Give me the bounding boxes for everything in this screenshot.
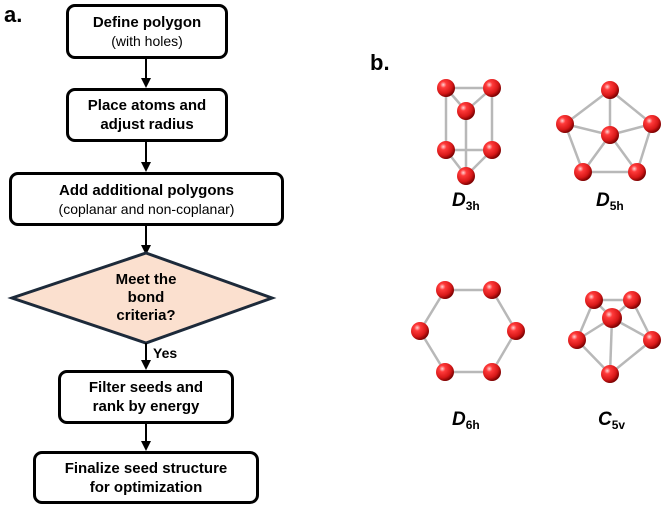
add-polygons-step: Add additional polygons (coplanar and no… — [9, 172, 284, 226]
define-polygon-title: Define polygon — [92, 14, 202, 31]
place-atoms-step: Place atoms and adjust radius — [66, 88, 228, 142]
decision-line3: criteria? — [116, 307, 176, 324]
finalize-seed-line2: for optimization — [89, 478, 203, 496]
d5h-cluster — [556, 81, 661, 181]
c5v-cluster — [568, 291, 661, 383]
add-polygons-note: (coplanar and non-coplanar) — [58, 200, 235, 217]
place-atoms-line1: Place atoms and — [87, 97, 207, 114]
d5h-label: D5h — [596, 190, 624, 213]
d3h-cluster — [437, 79, 501, 185]
c5v-label: C5v — [598, 409, 626, 432]
yes-label: Yes — [153, 345, 178, 361]
place-atoms-line2: adjust radius — [100, 116, 194, 133]
decision-line1: Meet the — [115, 271, 177, 288]
decision-line2: bond — [127, 289, 165, 306]
finalize-seed-line1: Finalize seed structure — [64, 459, 228, 477]
finalize-seed-step: Finalize seed structure for optimization — [33, 451, 259, 504]
bond-criteria-question: Meet the bond criteria? — [86, 271, 206, 325]
define-polygon-step: Define polygon (with holes) — [66, 4, 228, 59]
filter-seeds-line2: rank by energy — [92, 398, 200, 415]
define-polygon-note: (with holes) — [111, 33, 183, 49]
panel-a-label: a. — [4, 2, 23, 27]
filter-seeds-line1: Filter seeds and — [88, 379, 204, 396]
d3h-label: D3h — [452, 190, 480, 213]
add-polygons-title: Add additional polygons — [59, 181, 234, 199]
filter-seeds-step: Filter seeds and rank by energy — [58, 370, 234, 424]
d6h-label: D6h — [452, 409, 480, 432]
d6h-cluster — [411, 281, 525, 381]
panel-b-label: b. — [370, 50, 390, 75]
